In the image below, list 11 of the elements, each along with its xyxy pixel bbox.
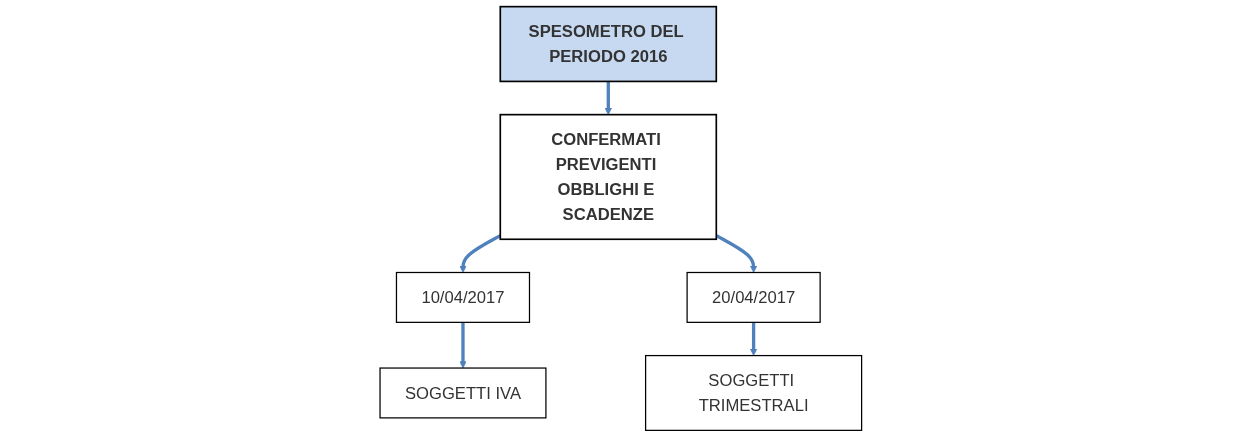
node-box: SOGGETTI TRIMESTRALI (644, 354, 862, 431)
node-box: 20/04/2017 (686, 271, 821, 323)
arrow (459, 234, 501, 273)
node-box: SOGGETTI IVA (379, 367, 547, 419)
arrow (459, 322, 467, 369)
arrow (604, 81, 612, 115)
arrow (749, 322, 757, 356)
node-box: SPESOMETRO DEL PERIODO 2016 (499, 5, 717, 83)
node-box: CONFERMATI PREVIGENTI OBBLIGHI E SCADENZE (499, 113, 717, 241)
node-box: 10/04/2017 (395, 271, 530, 323)
arrow (715, 234, 757, 273)
